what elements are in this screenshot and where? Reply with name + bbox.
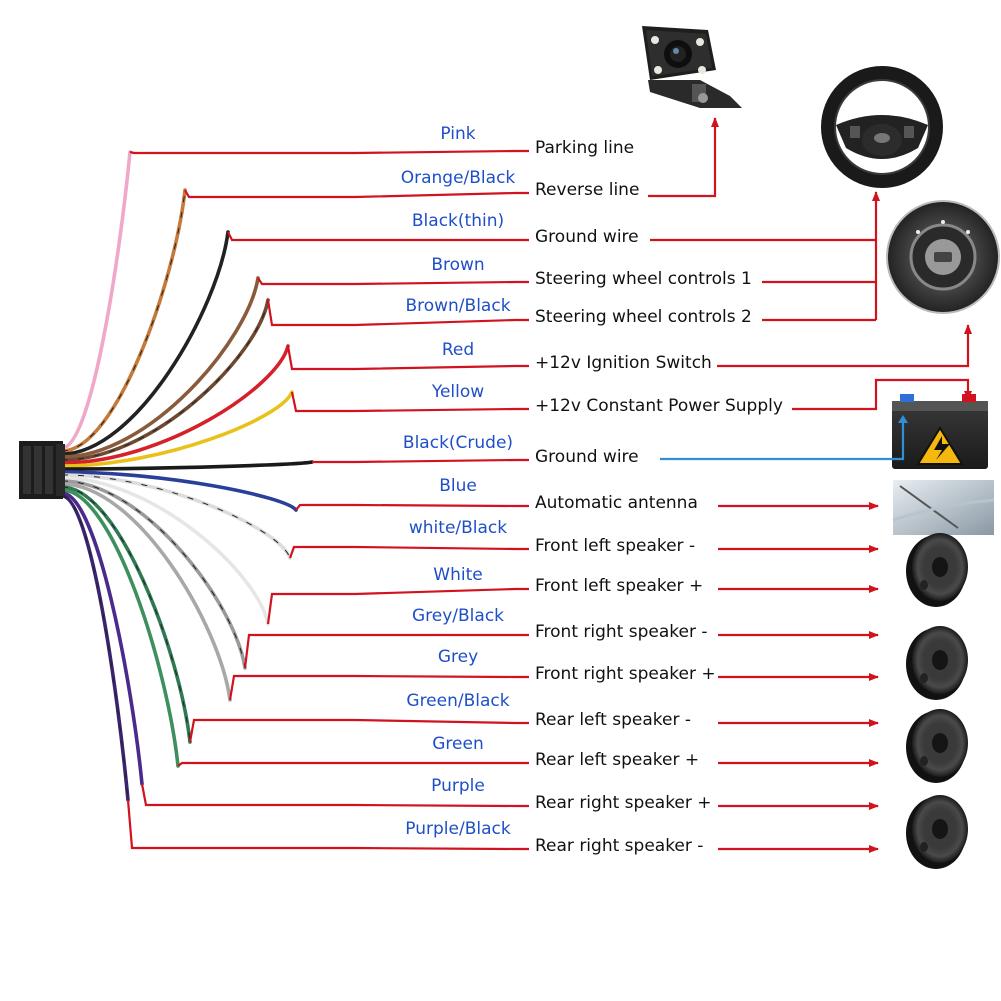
battery-icon bbox=[892, 394, 988, 469]
wire-color-label: Black(Crude) bbox=[402, 433, 514, 453]
wire-function-label: Steering wheel controls 1 bbox=[535, 269, 752, 289]
steering-wheel-icon bbox=[821, 66, 943, 188]
leader-line-8 bbox=[312, 458, 529, 464]
wire-bundle bbox=[60, 150, 314, 802]
wire-function-label: +12v Ignition Switch bbox=[535, 353, 712, 373]
speaker-icon bbox=[906, 709, 968, 783]
speakers bbox=[906, 533, 968, 869]
leader-line-6 bbox=[286, 345, 529, 371]
wire-color-label: Brown bbox=[431, 255, 485, 275]
wire-function-label: Rear left speaker + bbox=[535, 750, 700, 770]
leader-line-17 bbox=[126, 799, 529, 851]
wire-color-label: White bbox=[433, 565, 483, 585]
wire-7 bbox=[60, 390, 294, 468]
wire-9 bbox=[60, 470, 298, 512]
device-routing bbox=[648, 117, 972, 461]
leader-line-7 bbox=[290, 391, 529, 413]
wire-stripe-5 bbox=[61, 299, 269, 461]
wire-function-label: Parking line bbox=[535, 138, 635, 158]
leader-line-13 bbox=[228, 674, 529, 701]
camera-icon bbox=[642, 26, 742, 108]
ignition-switch-icon bbox=[886, 200, 1000, 314]
wire-color-label: Red bbox=[441, 340, 475, 360]
wire-6 bbox=[60, 344, 290, 465]
wire-color-label: Grey bbox=[437, 647, 479, 667]
speaker-icon bbox=[906, 795, 968, 869]
wire-function-label: Ground wire bbox=[535, 447, 639, 467]
wire-function-label: Front right speaker - bbox=[535, 622, 708, 642]
wire-4 bbox=[60, 276, 260, 459]
wire-13 bbox=[60, 482, 232, 702]
wire-color-label: white/Black bbox=[408, 518, 508, 538]
wire-15 bbox=[60, 488, 180, 768]
leader-line-5 bbox=[266, 299, 529, 327]
wire-function-label: Front left speaker - bbox=[535, 536, 696, 556]
wire-function-label: Front left speaker + bbox=[535, 576, 704, 596]
leader-line-2 bbox=[184, 189, 529, 199]
wire-1 bbox=[60, 150, 132, 450]
wire-function-label: Steering wheel controls 2 bbox=[535, 307, 752, 327]
wire-color-label: Grey/Black bbox=[411, 606, 505, 626]
wire-function-label: Front right speaker + bbox=[535, 664, 716, 684]
wire-8 bbox=[60, 460, 314, 471]
wire-function-label: Rear right speaker + bbox=[535, 793, 712, 813]
leader-line-4 bbox=[257, 277, 529, 286]
wire-function-label: Reverse line bbox=[535, 180, 640, 200]
wire-function-label: Ground wire bbox=[535, 227, 639, 247]
wire-color-label: Pink bbox=[440, 124, 476, 144]
wire-color-label: Purple bbox=[431, 776, 485, 796]
wire-color-label: Purple/Black bbox=[405, 819, 511, 839]
leader-lines bbox=[126, 149, 879, 853]
wire-stripe-2 bbox=[61, 189, 186, 452]
wire-function-label: Rear right speaker - bbox=[535, 836, 704, 856]
leader-line-1 bbox=[129, 149, 529, 155]
wire-color-label: Orange/Black bbox=[400, 168, 516, 188]
wire-stripe-12 bbox=[61, 480, 246, 669]
wire-color-label: Blue bbox=[439, 476, 477, 496]
antenna-icon bbox=[892, 480, 995, 535]
wire-color-label: Yellow bbox=[431, 382, 485, 402]
wire-17 bbox=[60, 494, 130, 802]
leader-line-10 bbox=[288, 545, 529, 559]
wire-color-label: Brown/Black bbox=[405, 296, 511, 316]
wire-stripe-14 bbox=[61, 486, 191, 743]
leader-line-15 bbox=[177, 761, 529, 767]
leader-line-11 bbox=[266, 587, 529, 625]
wire-10 bbox=[60, 473, 292, 560]
leader-line-9 bbox=[295, 503, 529, 511]
connector-icon bbox=[19, 441, 65, 499]
speaker-icon bbox=[906, 626, 968, 700]
wire-3 bbox=[60, 230, 230, 456]
leader-line-12 bbox=[243, 633, 529, 669]
wire-color-label: Black(thin) bbox=[411, 211, 505, 231]
wire-11 bbox=[60, 476, 270, 626]
wire-function-label: +12v Constant Power Supply bbox=[535, 396, 783, 416]
wire-function-label: Automatic antenna bbox=[535, 493, 698, 513]
leader-line-14 bbox=[188, 718, 529, 743]
speaker-icon bbox=[906, 533, 968, 607]
wire-function-label: Rear left speaker - bbox=[535, 710, 692, 730]
leader-line-3 bbox=[227, 231, 529, 242]
wire-color-label: Green bbox=[432, 734, 484, 754]
leader-line-16 bbox=[140, 783, 529, 808]
wire-color-label: Green/Black bbox=[406, 691, 510, 711]
wire-16 bbox=[60, 491, 144, 786]
